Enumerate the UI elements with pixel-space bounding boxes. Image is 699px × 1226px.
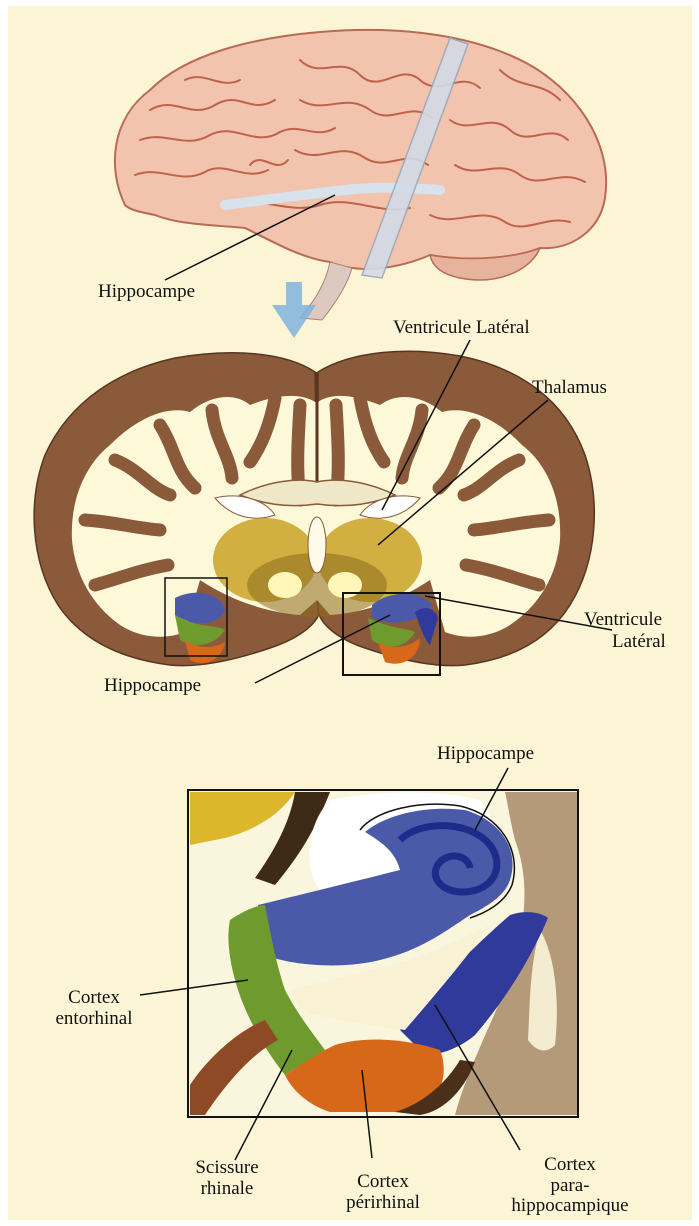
label-ventricule-lateral-top: Ventricule Latéral [393, 318, 530, 339]
label-scissure-rhinale-line1: Scissure [182, 1158, 272, 1179]
label-cortex-entorhinal: Cortex entorhinal [44, 988, 144, 1029]
label-hippocampe-bottom: Hippocampe [437, 744, 534, 765]
label-hippocampe-top: Hippocampe [98, 282, 195, 303]
zoomed-hippocampal-region [140, 768, 578, 1160]
label-cortex-entorhinal-line2: entorhinal [44, 1009, 144, 1030]
label-cortex-perirhinal-line2: périrhinal [333, 1193, 433, 1214]
down-arrow-icon [272, 282, 316, 338]
label-cortex-perirhinal: Cortex périrhinal [333, 1172, 433, 1213]
left-nucleus-highlight [268, 572, 302, 598]
label-cortex-parahippocampique-line3: hippocampique [495, 1196, 645, 1217]
label-ventricule-right-line1: Ventricule [584, 610, 662, 631]
label-cortex-parahippocampique-line2: para- [495, 1176, 645, 1197]
label-scissure-rhinale-line2: rhinale [182, 1179, 272, 1200]
lateral-brain-view [115, 30, 606, 320]
brain-hemisphere [115, 30, 606, 269]
label-cortex-entorhinal-line1: Cortex [44, 988, 144, 1009]
label-thalamus: Thalamus [532, 378, 607, 399]
label-ventricule-right-line2: Latéral [612, 632, 666, 653]
label-cortex-parahippocampique: Cortex para- hippocampique [495, 1155, 645, 1217]
third-ventricle [308, 517, 326, 573]
coronal-section [34, 340, 612, 683]
right-nucleus-highlight [328, 572, 362, 598]
label-scissure-rhinale: Scissure rhinale [182, 1158, 272, 1199]
label-hippocampe-middle: Hippocampe [104, 676, 201, 697]
label-cortex-perirhinal-line1: Cortex [333, 1172, 433, 1193]
label-cortex-parahippocampique-line1: Cortex [495, 1155, 645, 1176]
